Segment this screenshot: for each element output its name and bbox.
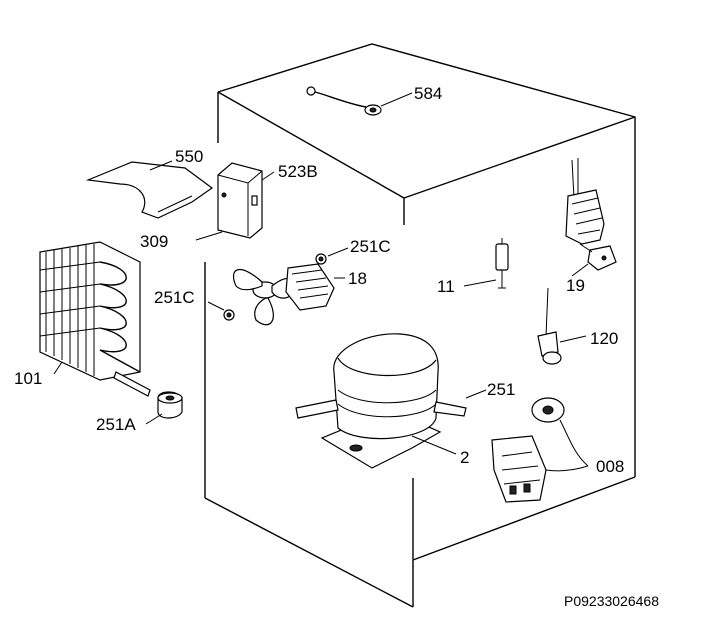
label-120: 120	[590, 329, 618, 348]
reference-number: P09233026468	[564, 593, 659, 609]
label-101: 101	[14, 369, 42, 388]
label-584: 584	[414, 84, 442, 103]
part-120-protector	[537, 287, 587, 365]
cabinet-outline	[204, 43, 636, 608]
label-251: 251	[487, 380, 515, 399]
part-550-cover	[85, 160, 214, 219]
part-11-thermostat	[463, 238, 509, 289]
part-19-heater	[565, 158, 617, 277]
label-251c-left: 251C	[154, 288, 195, 307]
label-11: 11	[437, 277, 455, 296]
label-523b: 523B	[278, 162, 318, 181]
part-251c-grommet-left	[207, 301, 235, 321]
label-251c-top: 251C	[350, 237, 391, 256]
label-008: 008	[596, 457, 624, 476]
part-251-leader	[465, 389, 487, 399]
label-550: 550	[175, 147, 203, 166]
part-523b-relay	[195, 162, 275, 241]
part-584-wire	[306, 86, 413, 116]
part-2-compressor	[295, 333, 467, 469]
label-251a: 251A	[96, 415, 136, 434]
label-2: 2	[460, 448, 469, 467]
label-309: 309	[140, 232, 168, 251]
part-101-condenser	[39, 241, 151, 397]
part-251c-grommet-top	[315, 247, 349, 265]
part-18-fan	[232, 263, 345, 326]
label-18: 18	[348, 269, 367, 288]
part-251a-grommet	[145, 391, 183, 425]
label-19: 19	[566, 276, 585, 295]
part-008-relay	[491, 397, 589, 503]
